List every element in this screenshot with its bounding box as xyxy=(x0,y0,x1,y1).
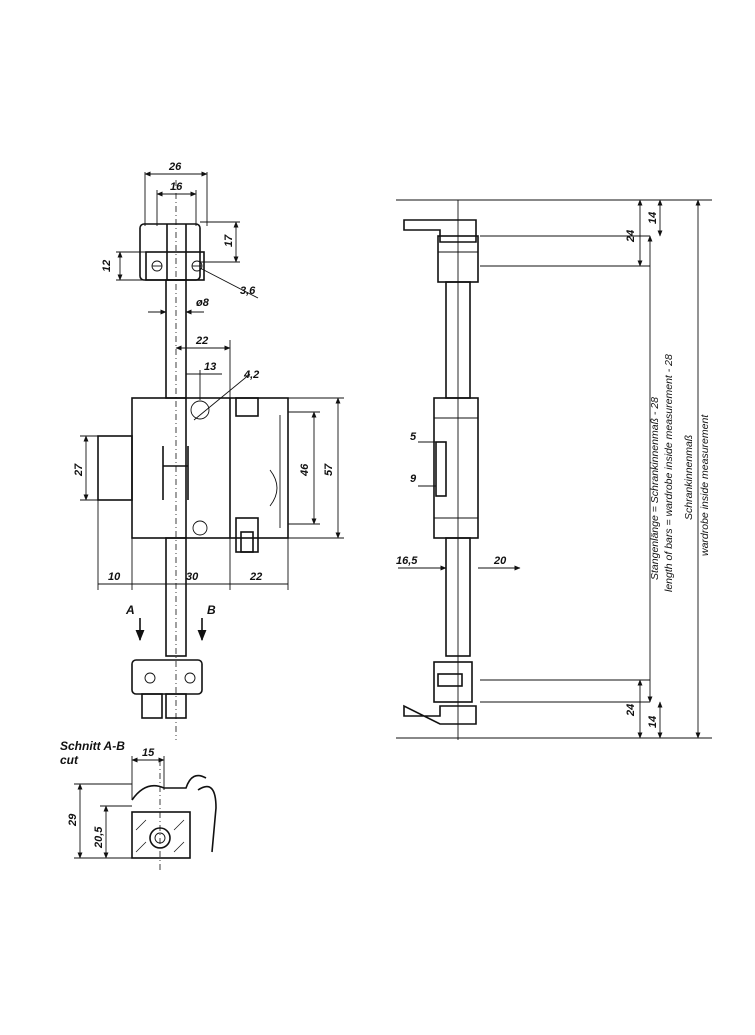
bottom-bracket xyxy=(131,659,203,719)
dim-top-height: 17 xyxy=(223,234,235,247)
front-dimensions: 26 16 17 12 3,6 ø8 22 13 xyxy=(73,161,344,590)
front-view: A B 26 16 17 12 3,6 ø8 xyxy=(73,161,344,740)
dim-bottom-24: 24 xyxy=(625,704,637,717)
dim-height-46: 46 xyxy=(299,463,311,477)
dim-height-29: 29 xyxy=(67,813,79,827)
dim-bottom-10: 10 xyxy=(108,571,121,583)
dim-height-57: 57 xyxy=(323,463,335,476)
rod-lower xyxy=(165,537,187,657)
section-b-label: B xyxy=(207,603,216,617)
dim-bottom-14: 14 xyxy=(647,716,659,728)
dim-screw: 3,6 xyxy=(240,285,256,297)
wardrobe-label-de: Schrankinnenmaß xyxy=(683,435,695,520)
top-bracket xyxy=(139,223,205,281)
dim-top-14: 14 xyxy=(647,212,659,224)
dim-top-inner: 16 xyxy=(170,181,183,193)
section-title: Schnitt A-B xyxy=(60,739,125,753)
dim-rod-dia: ø8 xyxy=(196,297,210,309)
side-view: 24 14 5 9 16,5 20 24 14 Stangenlänge = S… xyxy=(396,199,712,740)
dim-top-width: 26 xyxy=(168,161,182,173)
bar-length-label-en: length of bars = wardrobe inside measure… xyxy=(663,354,675,592)
dim-offset-13: 13 xyxy=(204,361,216,373)
dim-bottom-30: 30 xyxy=(186,571,199,583)
section-a-label: A xyxy=(125,603,135,617)
dim-height-27: 27 xyxy=(73,463,85,477)
dim-top-24: 24 xyxy=(625,230,637,243)
dim-offset-22: 22 xyxy=(195,335,208,347)
dim-height-20-5: 20,5 xyxy=(93,826,105,849)
dim-left-16-5: 16,5 xyxy=(396,555,418,567)
dim-top-left: 12 xyxy=(101,260,113,272)
section-subtitle: cut xyxy=(60,753,79,767)
dim-angle: 4,2 xyxy=(243,369,259,381)
dim-slot-9: 9 xyxy=(410,473,417,485)
dim-slot-5: 5 xyxy=(410,431,417,443)
dim-width-15: 15 xyxy=(142,747,155,759)
dim-bottom-22: 22 xyxy=(249,571,262,583)
bar-length-label-de: Stangenlänge = Schrankinnenmaß - 28 xyxy=(649,397,661,580)
wardrobe-label-en: wardrobe inside measurement xyxy=(699,414,711,556)
lock-case xyxy=(97,397,289,553)
dim-right-20: 20 xyxy=(493,555,507,567)
section-view: Schnitt A-B cut 15 29 20,5 xyxy=(60,739,217,870)
